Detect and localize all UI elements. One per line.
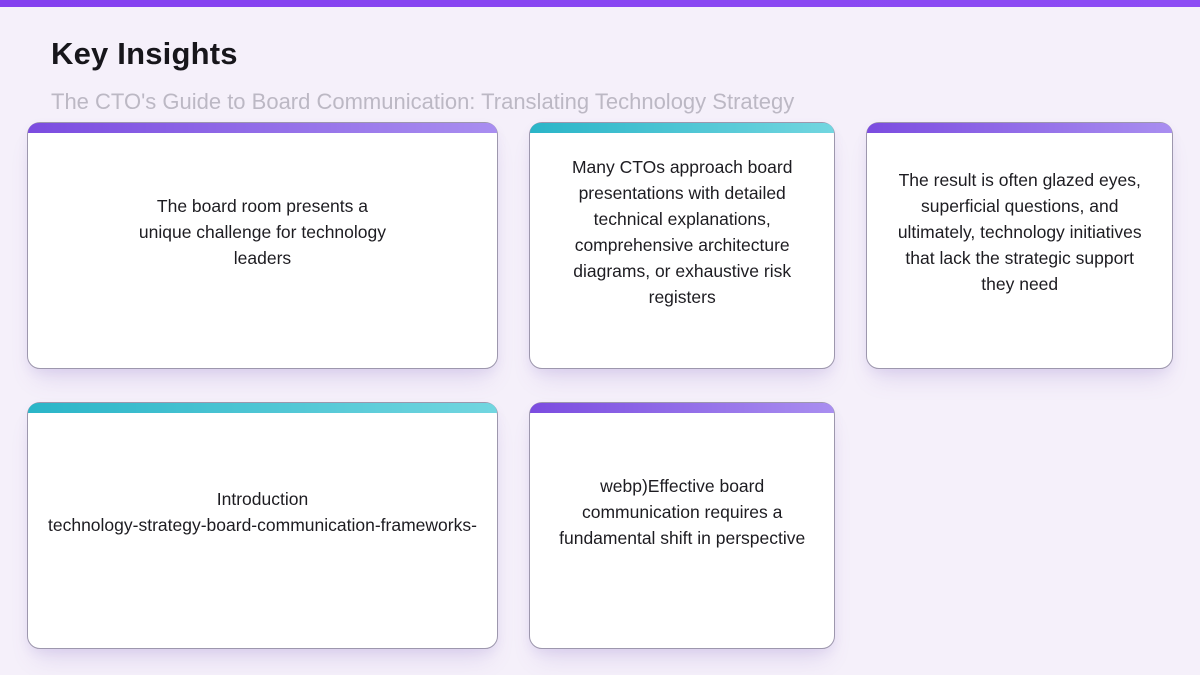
insight-card: Introduction technology-strategy-board-c… (27, 402, 498, 649)
card-overflow-text: technology-strategy-board-communication-… (48, 514, 477, 535)
card-accent-bar (28, 403, 497, 413)
card-body: webp)Effective board communication requi… (530, 413, 835, 648)
insight-card: Many CTOs approach board presentations w… (528, 122, 836, 369)
card-accent-bar (529, 403, 835, 413)
top-accent-strip (0, 0, 1200, 7)
card-text: Many CTOs approach board presentations w… (571, 156, 793, 307)
card-text: Introduction (216, 488, 309, 509)
card-overflow-row: technology-strategy-board-communication-… (48, 512, 477, 538)
insight-card: webp)Effective board communication requi… (528, 402, 836, 649)
card-body: Introduction technology-strategy-board-c… (28, 413, 497, 648)
card-body: The board room presents a unique challen… (28, 133, 497, 368)
card-body: Many CTOs approach board presentations w… (530, 133, 835, 368)
card-body: The result is often glazed eyes, superfi… (867, 133, 1172, 368)
card-accent-bar (867, 123, 1172, 133)
page-title: Key Insights (51, 36, 238, 71)
insight-card: The result is often glazed eyes, superfi… (866, 122, 1173, 369)
card-accent-bar (28, 123, 497, 133)
card-text: The board room presents a unique challen… (138, 195, 387, 268)
card-text: The result is often glazed eyes, superfi… (897, 169, 1142, 294)
card-text: webp)Effective board communication requi… (559, 475, 806, 548)
insight-cards-grid: The board room presents a unique challen… (27, 122, 1173, 649)
card-accent-bar (529, 123, 835, 133)
insight-card: The board room presents a unique challen… (27, 122, 498, 369)
page-subtitle: The CTO's Guide to Board Communication: … (51, 89, 795, 114)
